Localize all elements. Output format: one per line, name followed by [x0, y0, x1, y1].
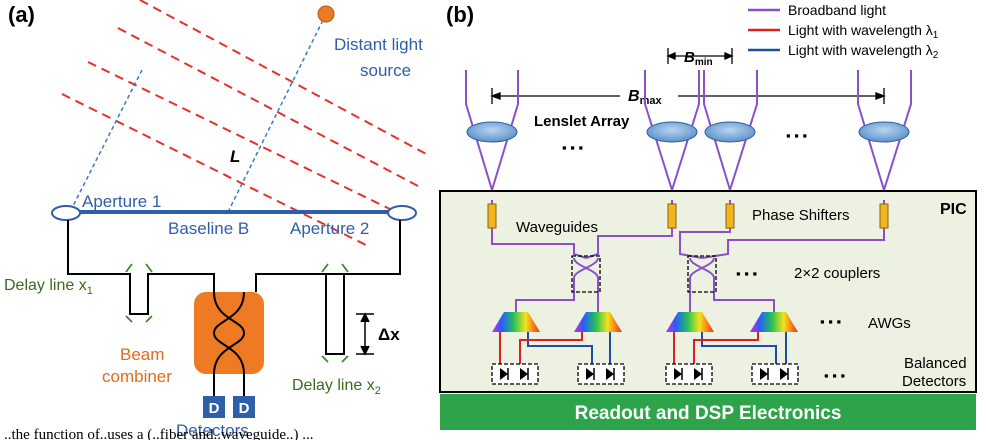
delay-1-marks [125, 263, 153, 323]
funnel-2-right [671, 70, 700, 191]
wavefront-line [87, 61, 397, 213]
phase-shifter-1 [487, 203, 497, 229]
detector-letter-2: D [239, 400, 250, 417]
delay-line-2-label: Delay line x2 [292, 377, 381, 397]
bmax-label-bg [620, 86, 678, 104]
fiber-routing [67, 220, 401, 398]
aperture-2-ellipse [387, 205, 417, 221]
phase-shifters-label: Phase Shifters [752, 207, 850, 224]
detectors-label: Detectors [176, 421, 249, 440]
panel-a: (a) Distant light source L Aperture 1 Ba… [4, 0, 431, 440]
lenslet-ellipsis-2: ▪ ▪ ▪ [786, 128, 807, 143]
waveguide-1 [491, 200, 587, 259]
lenslet-3 [704, 121, 756, 143]
balanced-detector-3 [665, 363, 713, 385]
beam-combiner-label-line1: Beam [120, 345, 164, 364]
awg2-red [519, 332, 583, 368]
balanced-label-line2: Detectors [902, 373, 966, 390]
aperture-1-label: Aperture 1 [82, 192, 161, 211]
delay-line-1-label: Delay line x1 [4, 277, 93, 297]
caption-fragment: ..the function of..uses a (..fiber and..… [4, 427, 314, 440]
to-awg-1 [515, 278, 575, 312]
right-fiber-path [255, 220, 401, 355]
wavefront-line [61, 93, 369, 247]
readout-bar [440, 394, 976, 430]
legend-broadband: Broadband light [788, 2, 886, 18]
lenslet-array-label: Lenslet Array [534, 113, 630, 130]
detector-box-2 [233, 396, 255, 418]
coupler-1-cross [573, 257, 599, 279]
left-fiber-path [67, 220, 215, 315]
lenslet-1 [466, 121, 518, 143]
funnel-3-right [729, 70, 758, 191]
wavefront-line [117, 27, 419, 187]
funnel-1-right [491, 70, 519, 191]
readout-label: Readout and DSP Electronics [575, 403, 842, 424]
lenslet-4 [858, 121, 910, 143]
to-awg-4 [713, 278, 775, 312]
lenslet-2 [646, 121, 698, 143]
couplers-label: 2×2 couplers [794, 265, 880, 282]
panel-b: (b) Broadband light Light with wavelengt… [439, 2, 977, 430]
light-ray-to-baseline [227, 13, 327, 213]
coupler-1-box [571, 255, 601, 293]
awgs-label: AWGs [868, 315, 911, 332]
aperture-2-label: Aperture 2 [290, 219, 369, 238]
coupler-2-cross [689, 257, 715, 279]
distance-L-label: L [230, 147, 240, 166]
bmin-label: Bmin [684, 49, 713, 68]
detector-ellipsis: ▪ ▪ ▪ [824, 368, 845, 383]
legend: Broadband light Light with wavelength λ1… [748, 2, 939, 61]
bmax-dimension [490, 88, 886, 104]
funnel-4-right [883, 70, 912, 191]
combiner-crossing-1 [213, 291, 246, 375]
beam-combiner-box [194, 292, 264, 374]
balanced-detectors [491, 363, 799, 385]
balanced-detector-1 [491, 363, 539, 385]
bmin-dimension [666, 48, 734, 64]
source-label-line2: source [360, 61, 411, 80]
phase-shifter-2 [667, 203, 677, 229]
phase-shifter-3 [725, 203, 735, 229]
awg-3 [666, 312, 714, 332]
detector-letter-1: D [209, 400, 220, 417]
legend-lambda1: Light with wavelength λ1 [788, 22, 939, 41]
wavefront-lines [61, 0, 431, 247]
awg-2 [574, 312, 622, 332]
awg-ellipsis: ▪ ▪ ▪ [820, 314, 841, 329]
waveguides-label: Waveguides [516, 219, 598, 236]
light-ray-to-aperture-1 [71, 69, 143, 209]
coupler-2-box [687, 255, 717, 293]
panel-a-label: (a) [8, 2, 35, 27]
detector-box-1 [203, 396, 225, 418]
wavefront-line [139, 0, 431, 157]
panel-b-label: (b) [446, 2, 474, 27]
delta-x-label: Δx [378, 325, 400, 344]
legend-lambda2: Light with wavelength λ2 [788, 42, 939, 61]
delay-2-marks [321, 263, 349, 363]
balanced-label-line1: Balanced [904, 355, 967, 372]
phase-shifter-4 [879, 203, 889, 229]
source-label-line1: Distant light [334, 35, 423, 54]
awg-outputs [499, 332, 787, 368]
balanced-detector-2 [577, 363, 625, 385]
lenslet-ellipsis-1: ▪ ▪ ▪ [562, 140, 583, 155]
pic-label: PIC [940, 201, 967, 218]
delta-x-arrow [356, 312, 374, 356]
balanced-detector-4 [751, 363, 799, 385]
aperture-1-ellipse [51, 205, 81, 221]
awg-4 [750, 312, 798, 332]
baseline-label: Baseline B [168, 219, 249, 238]
awg-1 [492, 312, 540, 332]
coupler-ellipsis: ▪ ▪ ▪ [736, 266, 757, 281]
awg4-red [693, 332, 759, 368]
light-source-dot [317, 5, 335, 23]
combiner-crossing-2 [212, 291, 245, 375]
beam-combiner-label-line2: combiner [102, 367, 172, 386]
